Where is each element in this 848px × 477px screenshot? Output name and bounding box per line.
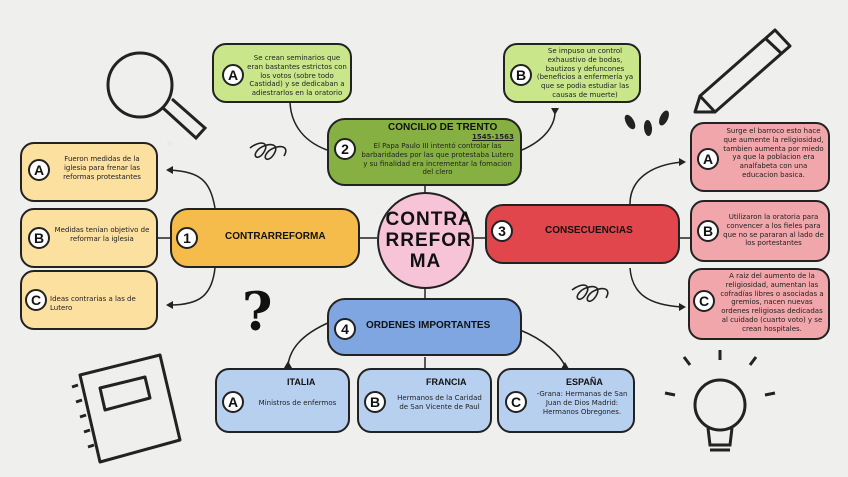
squiggle-right-icon [572,285,608,301]
branch-4-item-b-country: FRANCIA [426,377,467,387]
branch-3-item-c-text: A raiz del aumento de la religiosidad, a… [718,272,826,333]
center-line-1: CONTRA [386,209,466,230]
pencil-icon [695,30,790,112]
branch-4-number: 4 [334,318,356,340]
branch-2-text: El Papa Paulo III intentó controlar las … [360,142,515,177]
center-node[interactable]: CONTRA RREFOR MA [377,192,474,289]
center-line-2: RREFOR [386,230,466,251]
branch-1-item-b-letter: B [28,227,50,249]
branch-3-item-b-text: Utilizaron la oratoria para convencer a … [722,213,825,248]
branch-4-item-a-text: Ministros de enfermos [250,399,345,408]
squiggle-left-icon [250,143,286,159]
branch-4-item-a-country: ITALIA [287,377,315,387]
branch-2-item-b-letter: B [510,64,532,86]
branch-4-item-c-letter: C [505,391,527,413]
branch-1-item-c-text: Ideas contrarias a las de Lutero [50,295,155,313]
branch-3-number: 3 [491,220,513,242]
branch-1-item-a-letter: A [28,159,50,181]
branch-4-item-c-country: ESPAÑA [566,377,603,387]
branch-2-item-a-letter: A [222,64,244,86]
magnifier-icon [108,53,205,138]
branch-1-item-c-letter: C [25,289,47,311]
question-mark: ? [242,282,272,343]
branch-2-number: 2 [334,138,356,160]
branch-3-item-c-letter: C [693,290,715,312]
branch-1-item-a-text: Fueron medidas de la iglesia para frenar… [52,155,152,181]
branch-4-item-b-letter: B [364,391,386,413]
lightbulb-icon [665,350,775,450]
branch-2-item-b-text: Se impuso un control exhaustivo de bodas… [535,47,635,100]
branch-4-item-a-letter: A [222,391,244,413]
branch-3-item-a-letter: A [697,148,719,170]
branch-1-title: CONTRARREFORMA [225,231,326,242]
branch-4-item-c-text: -Grana: Hermanas de San Juan de Dios Mad… [533,390,631,416]
splash-icon [623,109,671,136]
branch-1-item-b-text: Medidas tenían objetivo de reformar la i… [52,226,152,244]
branch-3-item-b-letter: B [697,220,719,242]
branch-2-item-a-text: Se crean seminarios que eran bastantes e… [246,54,348,98]
branch-3-item-a-text: Surge el barroco esto hace que aumente l… [722,127,825,180]
branch-4-title: ORDENES IMPORTANTES [366,320,490,331]
branch-2-title: CONCILIO DE TRENTO [388,122,497,133]
center-line-3: MA [386,251,466,272]
branch-2-dates: 1545-1563 [472,133,514,142]
branch-4-item-b-text: Hermanos de la Caridad de San Vicente de… [392,394,487,412]
branch-3-title: CONSECUENCIAS [545,225,633,236]
branch-1-number: 1 [176,227,198,249]
notebook-icon [72,355,180,462]
